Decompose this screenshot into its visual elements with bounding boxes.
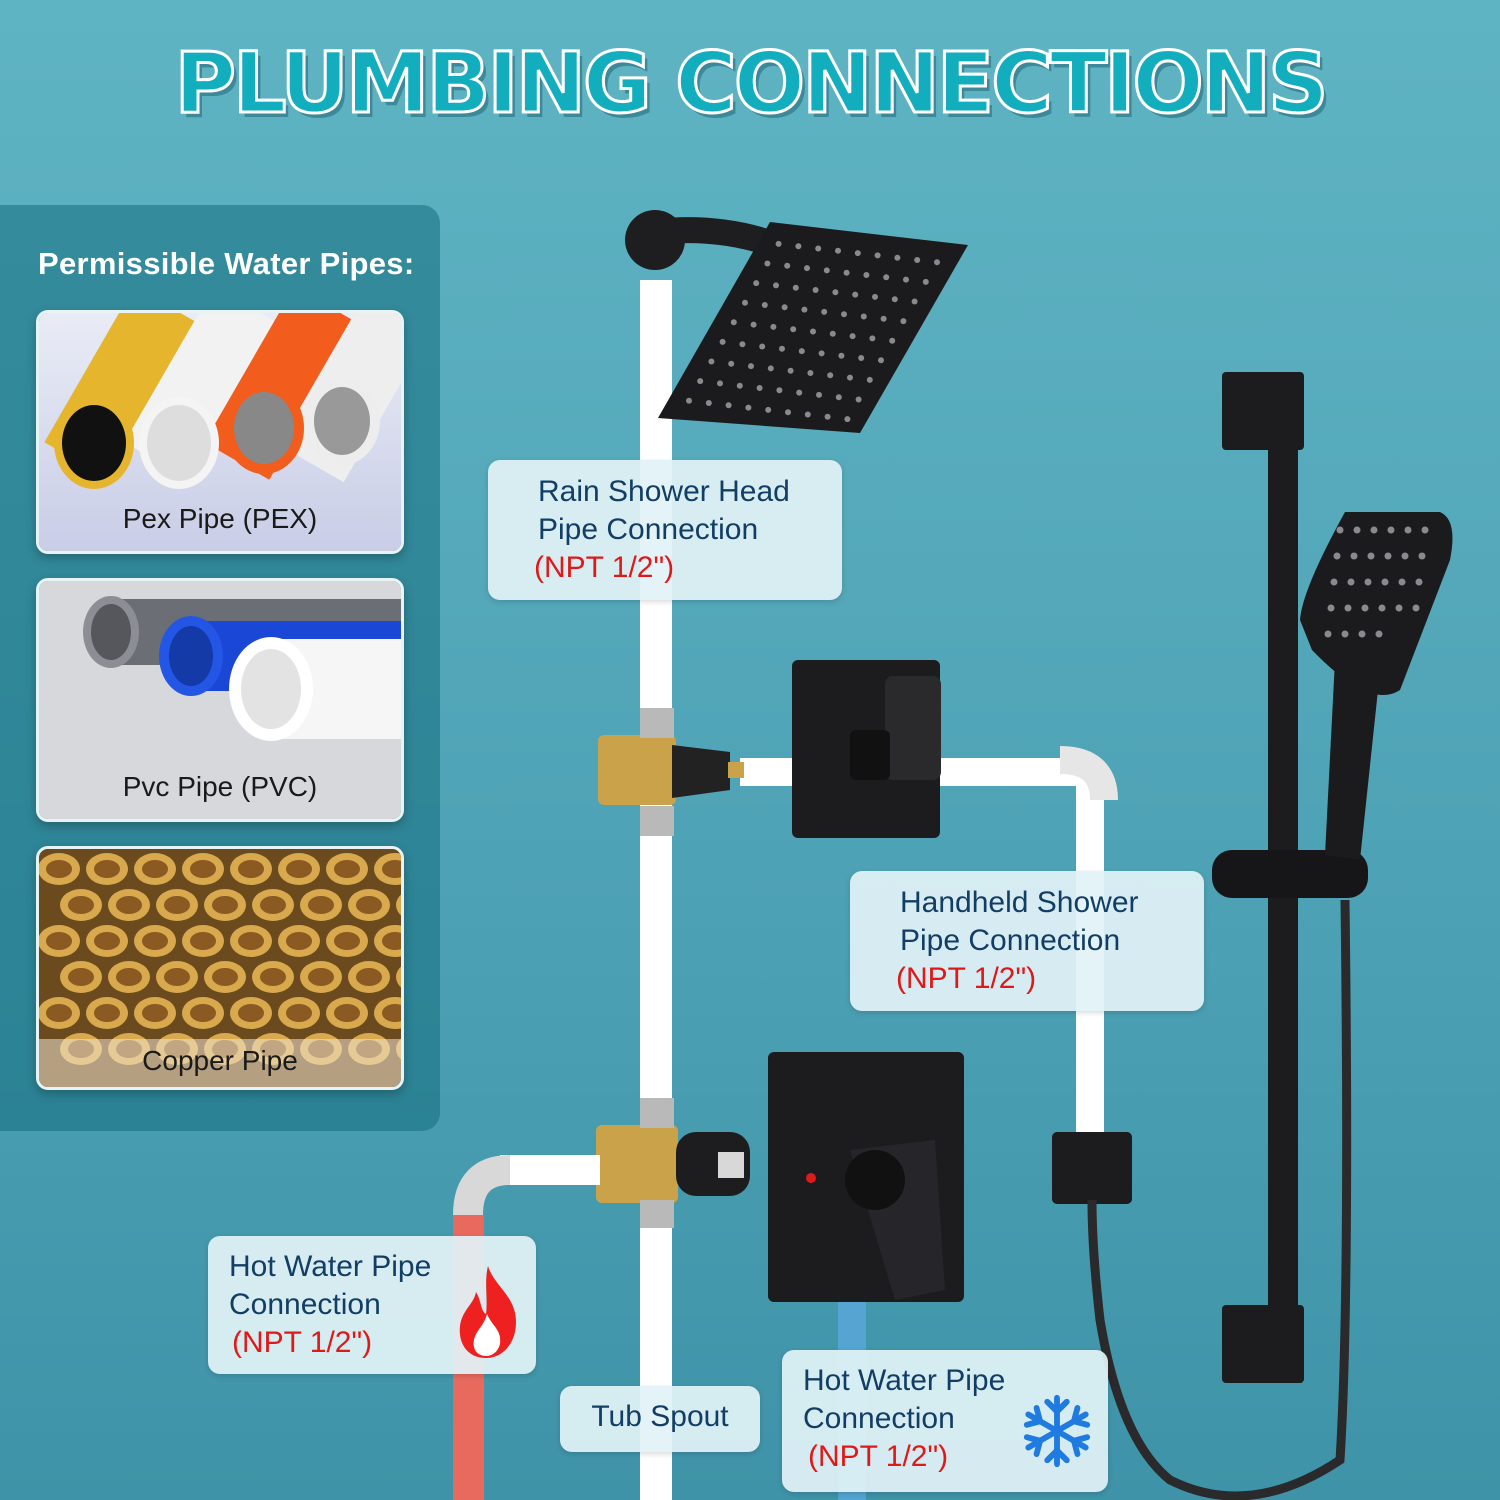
tub-spout-label: Tub Spout — [591, 1400, 729, 1433]
lower-brass-valve — [596, 1125, 678, 1203]
pex-pipe-image — [39, 313, 401, 551]
pvc-pipe-card: Pvc Pipe (PVC) — [36, 578, 404, 822]
rain-callout-npt: (NPT 1/2") — [534, 551, 675, 584]
shower-hose — [1087, 899, 1352, 1500]
handheld-shower-handle — [1325, 660, 1378, 860]
flame-icon — [459, 1266, 516, 1358]
page-title: PLUMBING CONNECTIONS — [173, 33, 1330, 134]
valve-nut — [640, 708, 674, 738]
hot-callout-npt: (NPT 1/2") — [232, 1326, 373, 1359]
valve-stem — [672, 745, 730, 798]
diverter-handle-base — [850, 730, 890, 780]
valve-cartridge-tip — [728, 762, 744, 778]
mixer-handle-base — [845, 1150, 905, 1210]
rain-callout-line1: Rain Shower Head — [538, 475, 790, 508]
handheld-shower-head — [1300, 512, 1453, 695]
valve-nut — [640, 1098, 674, 1128]
handheld-shower-callout: Handheld Shower Pipe Connection (NPT 1/2… — [850, 871, 1204, 1011]
pvc-pipe-label: Pvc Pipe (PVC) — [122, 771, 318, 802]
copper-pipe-label: Copper Pipe — [39, 1039, 401, 1087]
pex-pipe-label: Pex Pipe (PEX) — [122, 503, 318, 534]
upper-brass-valve — [598, 735, 676, 805]
handheld-callout-npt: (NPT 1/2") — [896, 962, 1037, 995]
cold-water-callout: Hot Water Pipe Connection (NPT 1/2") — [782, 1350, 1108, 1492]
hot-water-callout: Hot Water Pipe Connection (NPT 1/2") — [208, 1236, 536, 1374]
valve-nut — [640, 1200, 674, 1228]
diverter-handle — [885, 676, 941, 780]
slide-holder — [1212, 850, 1368, 898]
rain-shower-head — [658, 222, 968, 433]
hot-indicator-dot — [806, 1173, 816, 1183]
pex-pipe-card: Pex Pipe (PEX) — [36, 310, 404, 554]
handheld-nozzles — [1324, 526, 1429, 638]
shower-arm — [642, 217, 788, 258]
valve-nut — [640, 806, 674, 836]
snowflake-icon — [1018, 1394, 1096, 1470]
cold-callout-line1: Hot Water Pipe — [803, 1364, 1006, 1397]
handheld-callout-line2: Pipe Connection — [900, 924, 1121, 957]
shower-head-nozzles — [686, 240, 940, 423]
cold-callout-npt: (NPT 1/2") — [808, 1440, 949, 1473]
hot-callout-line1: Hot Water Pipe — [229, 1250, 432, 1283]
tub-elbow — [453, 1155, 511, 1216]
handheld-callout-line1: Handheld Shower — [900, 886, 1139, 919]
cold-callout-line2: Connection — [803, 1402, 955, 1435]
tub-spout-pipe — [500, 1155, 600, 1185]
elbow-fitting — [1059, 746, 1118, 801]
copper-pipe-card: Copper Pipe — [36, 846, 404, 1090]
valve-cartridge — [718, 1152, 744, 1178]
pvc-pipe-image — [39, 581, 401, 819]
wall-outlet-elbow — [1052, 1132, 1132, 1204]
lower-valve-stem — [676, 1132, 750, 1196]
tub-spout-callout: Tub Spout — [560, 1386, 760, 1452]
hot-callout-line2: Connection — [229, 1288, 381, 1321]
slide-bar-bottom-bracket — [1222, 1305, 1304, 1383]
panel-title: Permissible Water Pipes: — [38, 246, 415, 281]
rain-callout-line2: Pipe Connection — [538, 513, 759, 546]
rain-shower-callout: Rain Shower Head Pipe Connection (NPT 1/… — [488, 460, 842, 600]
slide-bar-top-bracket — [1222, 372, 1304, 450]
